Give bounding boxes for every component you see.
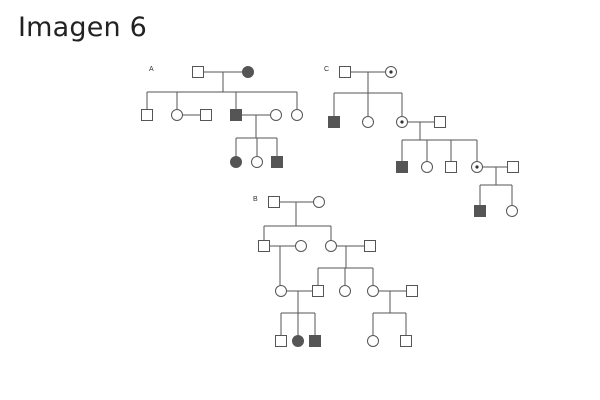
individual-female-unaffected-b-ii-1s [295,240,307,252]
individual-female-unaffected-a-ii-3s [270,109,282,121]
individual-female-unaffected-a-ii-2 [171,109,183,121]
individual-male-unaffected-b-iv-5 [400,335,412,347]
pedigree-individuals [141,66,519,347]
individual-male-affected-c-iv-1 [474,205,486,217]
pedigree-label-c: C [324,66,329,73]
individual-male-unaffected-c-iii-4s [507,161,519,173]
individual-female-unaffected-b-iii-1 [275,285,287,297]
individual-female-unaffected-c-ii-2 [362,116,374,128]
individual-male-unaffected-b-iii-4s [406,285,418,297]
individual-female-affected-b-iv-2 [292,335,304,347]
individual-male-unaffected-a-ii-1 [141,109,153,121]
individual-male-affected-c-iii-1 [396,161,408,173]
individual-male-affected-b-iv-3 [309,335,321,347]
carrier-dot-c-iii-4 [475,165,479,169]
individual-female-unaffected-c-iii-2 [421,161,433,173]
pedigree-labels: A C B [149,66,329,203]
individual-male-unaffected-b-ii-1 [258,240,270,252]
individual-male-affected-a-ii-3 [230,109,242,121]
individual-male-unaffected-c-i-1 [339,66,351,78]
individual-male-affected-c-ii-1 [328,116,340,128]
individual-female-unaffected-c-iv-2 [506,205,518,217]
individual-male-unaffected-b-ii-2s [364,240,376,252]
individual-female-unaffected-b-iii-4 [367,285,379,297]
pedigree-connectors [146,71,513,335]
pedigree-label-a: A [149,66,154,73]
pedigree-label-b: B [253,196,258,203]
individual-male-unaffected-a-ii-2s [200,109,212,121]
individual-male-unaffected-a-i-1 [192,66,204,78]
individual-female-unaffected-a-iii-2 [251,156,263,168]
carrier-dot-c-ii-3 [400,120,404,124]
individual-male-affected-a-iii-3 [271,156,283,168]
individual-female-unaffected-b-i-2 [313,196,325,208]
individual-male-unaffected-b-iii-2 [312,285,324,297]
individual-female-affected-a-iii-1 [230,156,242,168]
individual-female-unaffected-b-iii-3 [339,285,351,297]
individual-female-unaffected-b-iv-4 [367,335,379,347]
individual-female-affected-a-i-2 [242,66,254,78]
carrier-dot-c-i-2 [389,70,393,74]
individual-male-unaffected-b-i-1 [268,196,280,208]
individual-female-unaffected-b-ii-2 [325,240,337,252]
individual-male-unaffected-c-ii-3s [434,116,446,128]
individual-female-unaffected-a-ii-4 [291,109,303,121]
slide-title: Imagen 6 [18,12,148,43]
individual-male-unaffected-c-iii-3 [445,161,457,173]
individual-male-unaffected-b-iv-1 [275,335,287,347]
